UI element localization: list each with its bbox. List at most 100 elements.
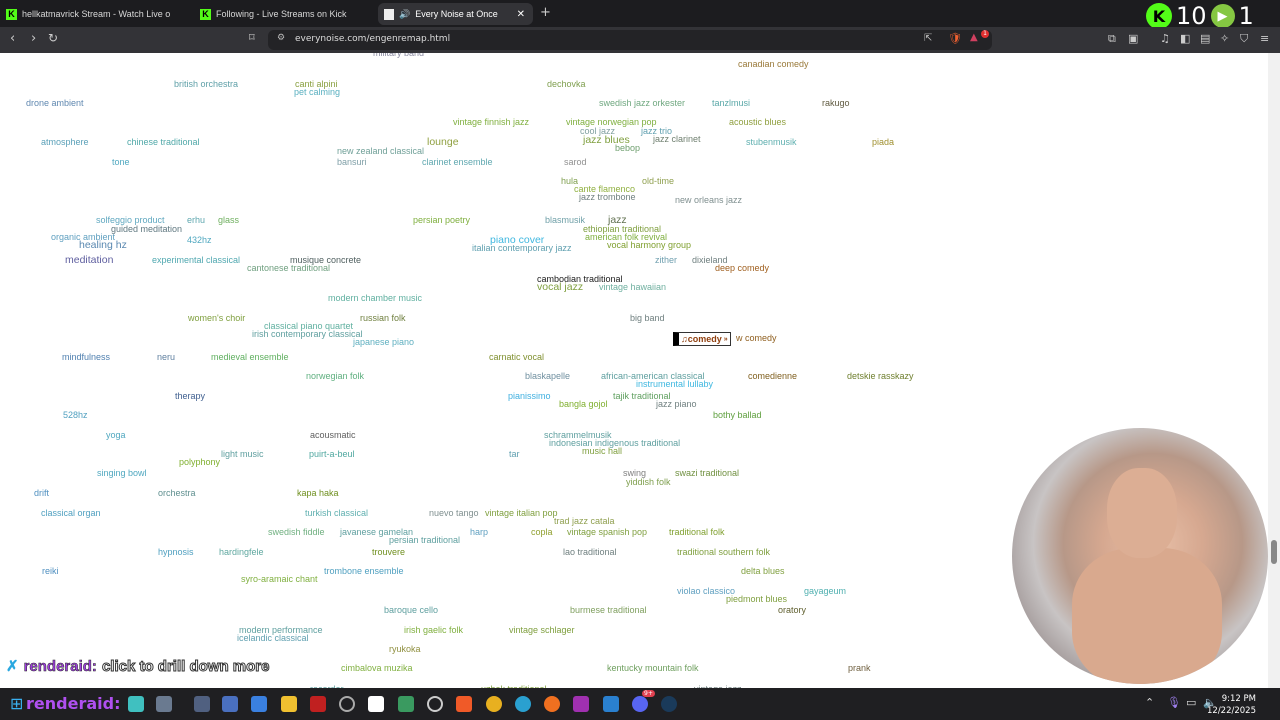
- genre-item[interactable]: solfeggio product: [96, 215, 165, 225]
- genre-item[interactable]: prank: [848, 663, 871, 673]
- microphone-icon[interactable]: 🎙: [1167, 696, 1181, 709]
- genre-item[interactable]: pianissimo: [508, 391, 551, 401]
- genre-item[interactable]: stubenmusik: [746, 137, 797, 147]
- genre-item[interactable]: cool jazz: [580, 126, 616, 136]
- genre-item[interactable]: experimental classical: [152, 255, 241, 265]
- scrollbar[interactable]: [1268, 53, 1280, 688]
- genre-item[interactable]: gayageum: [804, 586, 847, 596]
- genre-item[interactable]: music hall: [582, 446, 623, 456]
- genre-item[interactable]: hardingfele: [219, 547, 264, 557]
- genre-item[interactable]: mindfulness: [62, 352, 111, 362]
- tab-every-noise[interactable]: 🔊 Every Noise at Once ✕: [378, 3, 533, 25]
- genre-item[interactable]: guided meditation: [111, 224, 183, 234]
- genre-item[interactable]: blaskapelle: [525, 371, 571, 381]
- genre-item[interactable]: 432hz: [187, 235, 212, 245]
- genre-item[interactable]: erhu: [187, 215, 206, 225]
- extensions-icon[interactable]: ⧉: [1108, 32, 1116, 45]
- tab-hellkatmavrick[interactable]: K hellkatmavrick Stream - Watch Live o: [0, 3, 190, 25]
- back-icon[interactable]: ‹: [10, 31, 16, 46]
- genre-item[interactable]: swedish jazz orkester: [599, 98, 686, 108]
- genre-item[interactable]: vintage schlager: [509, 625, 575, 635]
- genre-item[interactable]: w comedy: [736, 333, 777, 343]
- genre-item[interactable]: jazz clarinet: [653, 134, 701, 144]
- genre-item[interactable]: jazz trio: [641, 126, 673, 136]
- genre-item[interactable]: tone: [112, 157, 130, 167]
- genre-item[interactable]: tar: [509, 449, 520, 459]
- genre-item[interactable]: tanzlmusi: [712, 98, 751, 108]
- genre-item[interactable]: jazz blues: [583, 134, 630, 146]
- genre-item[interactable]: vintage jazz: [694, 685, 742, 689]
- genre-item[interactable]: trad jazz catala: [554, 516, 615, 526]
- brave-rewards-icon[interactable]: ▲: [970, 32, 978, 43]
- genre-item[interactable]: modern chamber music: [328, 293, 423, 303]
- genre-item[interactable]: kapa haka: [297, 488, 339, 498]
- genre-item[interactable]: swedish fiddle: [268, 527, 325, 537]
- genre-item[interactable]: jazz piano: [656, 399, 697, 409]
- genre-item[interactable]: traditional southern folk: [677, 547, 771, 557]
- genre-item[interactable]: women's choir: [188, 313, 246, 323]
- genre-item[interactable]: nuevo tango: [429, 508, 479, 518]
- genre-item[interactable]: blasmusik: [545, 215, 586, 225]
- genre-item[interactable]: neru: [157, 352, 176, 362]
- genre-item[interactable]: instrumental lullaby: [636, 379, 714, 389]
- genre-item[interactable]: dechovka: [547, 79, 586, 89]
- app-icon[interactable]: [398, 696, 414, 712]
- genre-item[interactable]: cimbalova muzika: [341, 663, 413, 673]
- app-icon[interactable]: [128, 696, 144, 712]
- genre-item[interactable]: hula: [561, 176, 579, 186]
- genre-item[interactable]: copla: [531, 527, 553, 537]
- genre-item[interactable]: icelandic classical: [237, 633, 309, 643]
- reader-icon[interactable]: ▣: [1128, 32, 1139, 45]
- genre-item[interactable]: british orchestra: [174, 79, 239, 89]
- genre-item[interactable]: bangla gojol: [559, 399, 608, 409]
- genre-item[interactable]: japanese piano: [353, 337, 415, 347]
- genre-item[interactable]: tajik traditional: [613, 391, 671, 401]
- genre-item[interactable]: light music: [221, 449, 264, 459]
- app-icon[interactable]: [156, 696, 172, 712]
- brave-icon[interactable]: [456, 696, 472, 712]
- genre-item[interactable]: javanese gamelan: [340, 527, 414, 537]
- genre-item[interactable]: piano cover: [490, 234, 545, 246]
- edge-icon[interactable]: [515, 696, 531, 712]
- genre-item[interactable]: indonesian indigenous traditional: [549, 438, 681, 448]
- menu-icon[interactable]: ≡: [1260, 32, 1270, 45]
- genre-item[interactable]: cante flamenco: [574, 184, 636, 194]
- volume-icon[interactable]: 🔈: [1203, 696, 1217, 709]
- genre-item[interactable]: ethiopian traditional: [583, 224, 662, 234]
- genre-item[interactable]: musique concrete: [290, 255, 362, 265]
- reload-icon[interactable]: ↻: [48, 31, 59, 45]
- genre-item[interactable]: military band: [373, 53, 425, 58]
- genre-item[interactable]: deep comedy: [715, 263, 770, 273]
- genre-item[interactable]: bansuri: [337, 157, 367, 167]
- selected-genre-comedy[interactable]: ♫ comedy »: [673, 332, 731, 346]
- genre-item[interactable]: glass: [218, 215, 240, 225]
- genre-item[interactable]: italian contemporary jazz: [472, 243, 572, 253]
- genre-item[interactable]: therapy: [175, 391, 206, 401]
- tray-chevron-icon[interactable]: ⌃: [1145, 696, 1155, 709]
- capcut-icon[interactable]: [368, 696, 384, 712]
- brave-shields-icon[interactable]: 🛡: [948, 32, 962, 45]
- genre-item[interactable]: swazi traditional: [675, 468, 740, 478]
- genre-item[interactable]: healing hz: [79, 239, 127, 251]
- tab-following[interactable]: K Following - Live Streams on Kick: [194, 3, 374, 25]
- forward-icon[interactable]: ›: [31, 31, 37, 46]
- genre-item[interactable]: syro-aramaic chant: [241, 574, 318, 584]
- genre-item[interactable]: rakugo: [822, 98, 850, 108]
- genre-item[interactable]: old-time: [642, 176, 675, 186]
- drill-down-icon[interactable]: »: [723, 335, 728, 343]
- genre-item[interactable]: vintage finnish jazz: [453, 117, 530, 127]
- genre-item[interactable]: comedienne: [748, 371, 798, 381]
- share-icon[interactable]: ⇱: [924, 33, 933, 44]
- genre-item[interactable]: american folk revival: [585, 232, 668, 242]
- scrollbar-thumb[interactable]: [1271, 540, 1277, 564]
- genre-item[interactable]: detskie rasskazy: [847, 371, 914, 381]
- new-tab-button[interactable]: +: [540, 5, 551, 20]
- genre-item[interactable]: irish gaelic folk: [404, 625, 464, 635]
- speedometer-icon[interactable]: [339, 696, 355, 712]
- genre-item[interactable]: yiddish folk: [626, 477, 671, 487]
- genre-item[interactable]: uzbek traditional: [481, 685, 547, 689]
- leo-ai-icon[interactable]: ✧: [1220, 32, 1230, 45]
- genre-item[interactable]: polyphony: [179, 457, 221, 467]
- genre-item[interactable]: violao classico: [677, 586, 736, 596]
- firefox-icon[interactable]: [544, 696, 560, 712]
